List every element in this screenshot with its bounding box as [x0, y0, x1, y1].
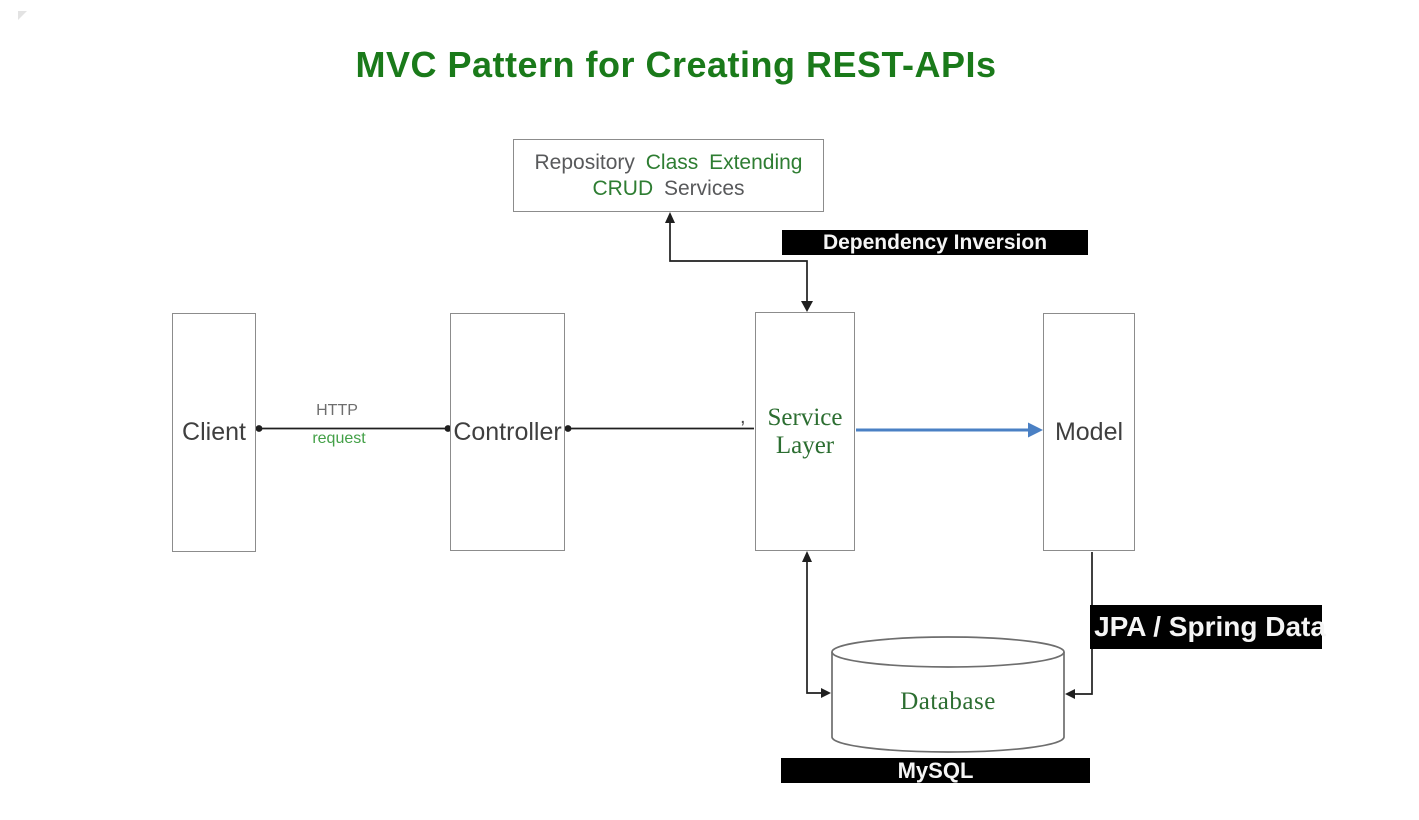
- client-node: Client: [172, 313, 256, 552]
- repository-label: Repository: [534, 150, 635, 174]
- screen-artifact: [18, 11, 27, 20]
- database-cylinder: [831, 636, 1065, 753]
- stray-mark: ,: [740, 406, 746, 428]
- service-layer-label-line2: Layer: [775, 431, 835, 459]
- repository-box: Repository Class Extending CRUD Services: [513, 139, 824, 212]
- edge-model-database: [1065, 552, 1093, 699]
- edge-service-database: [802, 551, 831, 698]
- client-node-label: Client: [182, 418, 246, 446]
- edge-service-model: [856, 422, 1043, 438]
- request-edge-label: request: [312, 430, 366, 447]
- class-extending-label: Class Extending: [645, 150, 803, 174]
- edge-repository-service: [665, 212, 813, 312]
- jpa-spring-data-label: JPA / Spring Data: [1090, 605, 1326, 649]
- edge-controller-service: [564, 425, 754, 432]
- page-title: MVC Pattern for Creating REST-APIs: [355, 44, 997, 85]
- repository-box-line1: Repository Class Extending: [535, 150, 803, 176]
- controller-node: Controller: [450, 313, 565, 551]
- services-label: Services: [663, 176, 745, 200]
- http-edge-label: HTTP: [316, 402, 358, 419]
- crud-label: CRUD: [592, 176, 654, 200]
- database-node-label: Database: [900, 688, 996, 715]
- dependency-inversion-label: Dependency Inversion: [782, 230, 1088, 255]
- mysql-label: MySQL: [781, 758, 1090, 783]
- model-node: Model: [1043, 313, 1135, 551]
- model-node-label: Model: [1054, 417, 1124, 446]
- controller-node-label: Controller: [453, 417, 562, 446]
- edge-client-controller: [255, 425, 452, 432]
- service-layer-node: Service Layer: [755, 312, 855, 551]
- repository-box-line2: CRUD Services: [592, 176, 744, 202]
- service-layer-label-line1: Service: [767, 403, 843, 431]
